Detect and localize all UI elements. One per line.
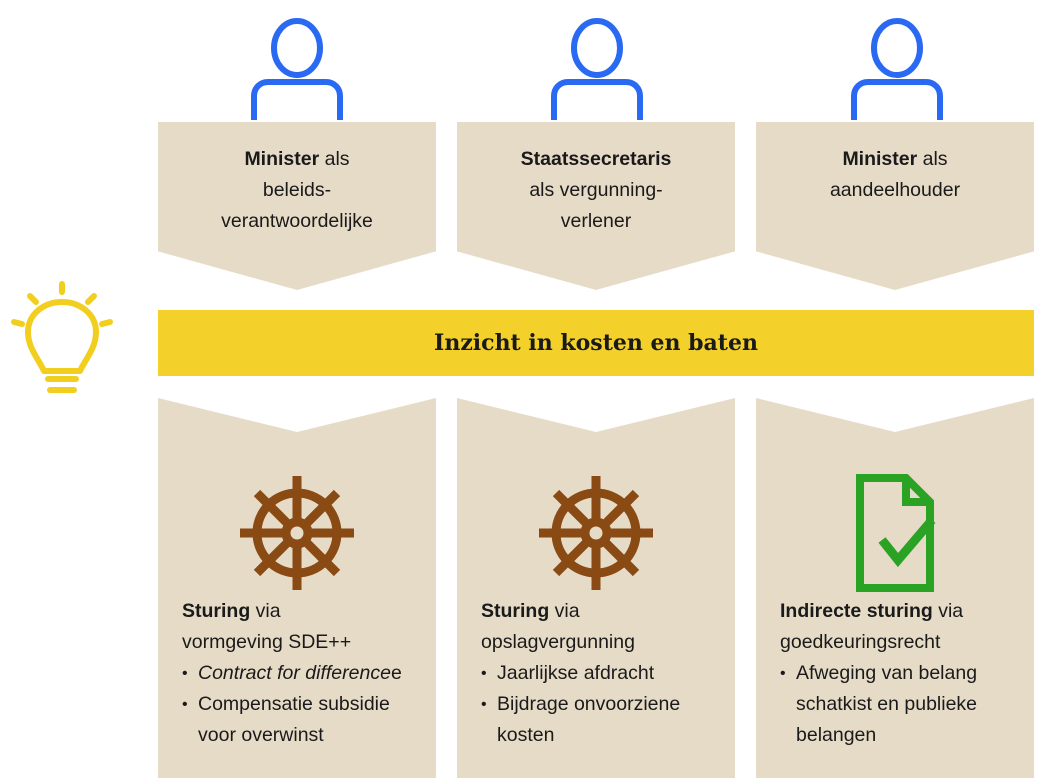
person-icon bbox=[551, 18, 643, 120]
person-icon bbox=[851, 18, 943, 120]
role-text: Staatssecretaris als vergunning- verlene… bbox=[457, 144, 735, 237]
ship-wheel-icon bbox=[240, 476, 354, 590]
role-line: aandeelhouder bbox=[829, 179, 961, 201]
role-text: Minister als beleids- verantwoordelijke bbox=[158, 144, 436, 237]
role-card-minister-policy: Minister als beleids- verantwoordelijke bbox=[158, 122, 436, 290]
ship-wheel-icon bbox=[539, 476, 653, 590]
card-subtitle: opslagvergunning bbox=[481, 631, 635, 653]
steering-card-storage-permit: Sturing via opslagvergunning Jaarlijkse … bbox=[457, 398, 735, 778]
role-line: als vergunning- bbox=[529, 179, 663, 201]
role-line: verantwoordelijke bbox=[221, 210, 373, 232]
person-icon bbox=[251, 18, 343, 120]
role-title: Minister bbox=[842, 148, 918, 170]
role-line: beleids- bbox=[262, 179, 332, 201]
role-line: verlener bbox=[560, 210, 632, 232]
band-title: Inzicht in kosten en baten bbox=[434, 330, 758, 356]
steering-card-approval-right: Indirecte sturing via goedkeuringsrecht … bbox=[756, 398, 1034, 778]
card-title: Indirecte sturing bbox=[780, 600, 933, 622]
card-text: Indirecte sturing via goedkeuringsrecht … bbox=[780, 596, 1024, 751]
bullet-item: Compensatie subsidie voor overwinst bbox=[182, 689, 426, 751]
lightbulb-icon bbox=[11, 281, 113, 393]
card-title: Sturing bbox=[182, 600, 251, 622]
role-title: Minister bbox=[244, 148, 320, 170]
document-check-icon bbox=[856, 474, 936, 592]
card-title: Sturing bbox=[481, 600, 550, 622]
card-text: Sturing via vormgeving SDE++ Contract fo… bbox=[182, 596, 426, 751]
role-title: Staatssecretaris bbox=[520, 148, 672, 170]
insight-band: Inzicht in kosten en baten bbox=[158, 310, 1034, 376]
bullet-item: Bijdrage onvoorziene kosten bbox=[481, 689, 725, 751]
steering-card-sde: Sturing via vormgeving SDE++ Contract fo… bbox=[158, 398, 436, 778]
card-subtitle: goedkeuringsrecht bbox=[780, 631, 941, 653]
bullet-item: Contract for differencee bbox=[182, 658, 426, 689]
role-card-minister-shareholder: Minister als aandeelhouder bbox=[756, 122, 1034, 290]
card-subtitle: vormgeving SDE++ bbox=[182, 631, 352, 653]
bullet-item: Jaarlijkse afdracht bbox=[481, 658, 725, 689]
role-card-state-secretary: Staatssecretaris als vergunning- verlene… bbox=[457, 122, 735, 290]
card-text: Sturing via opslagvergunning Jaarlijkse … bbox=[481, 596, 725, 751]
role-text: Minister als aandeelhouder bbox=[756, 144, 1034, 206]
bullet-item: Afweging van belang schatkist en publiek… bbox=[780, 658, 1024, 751]
